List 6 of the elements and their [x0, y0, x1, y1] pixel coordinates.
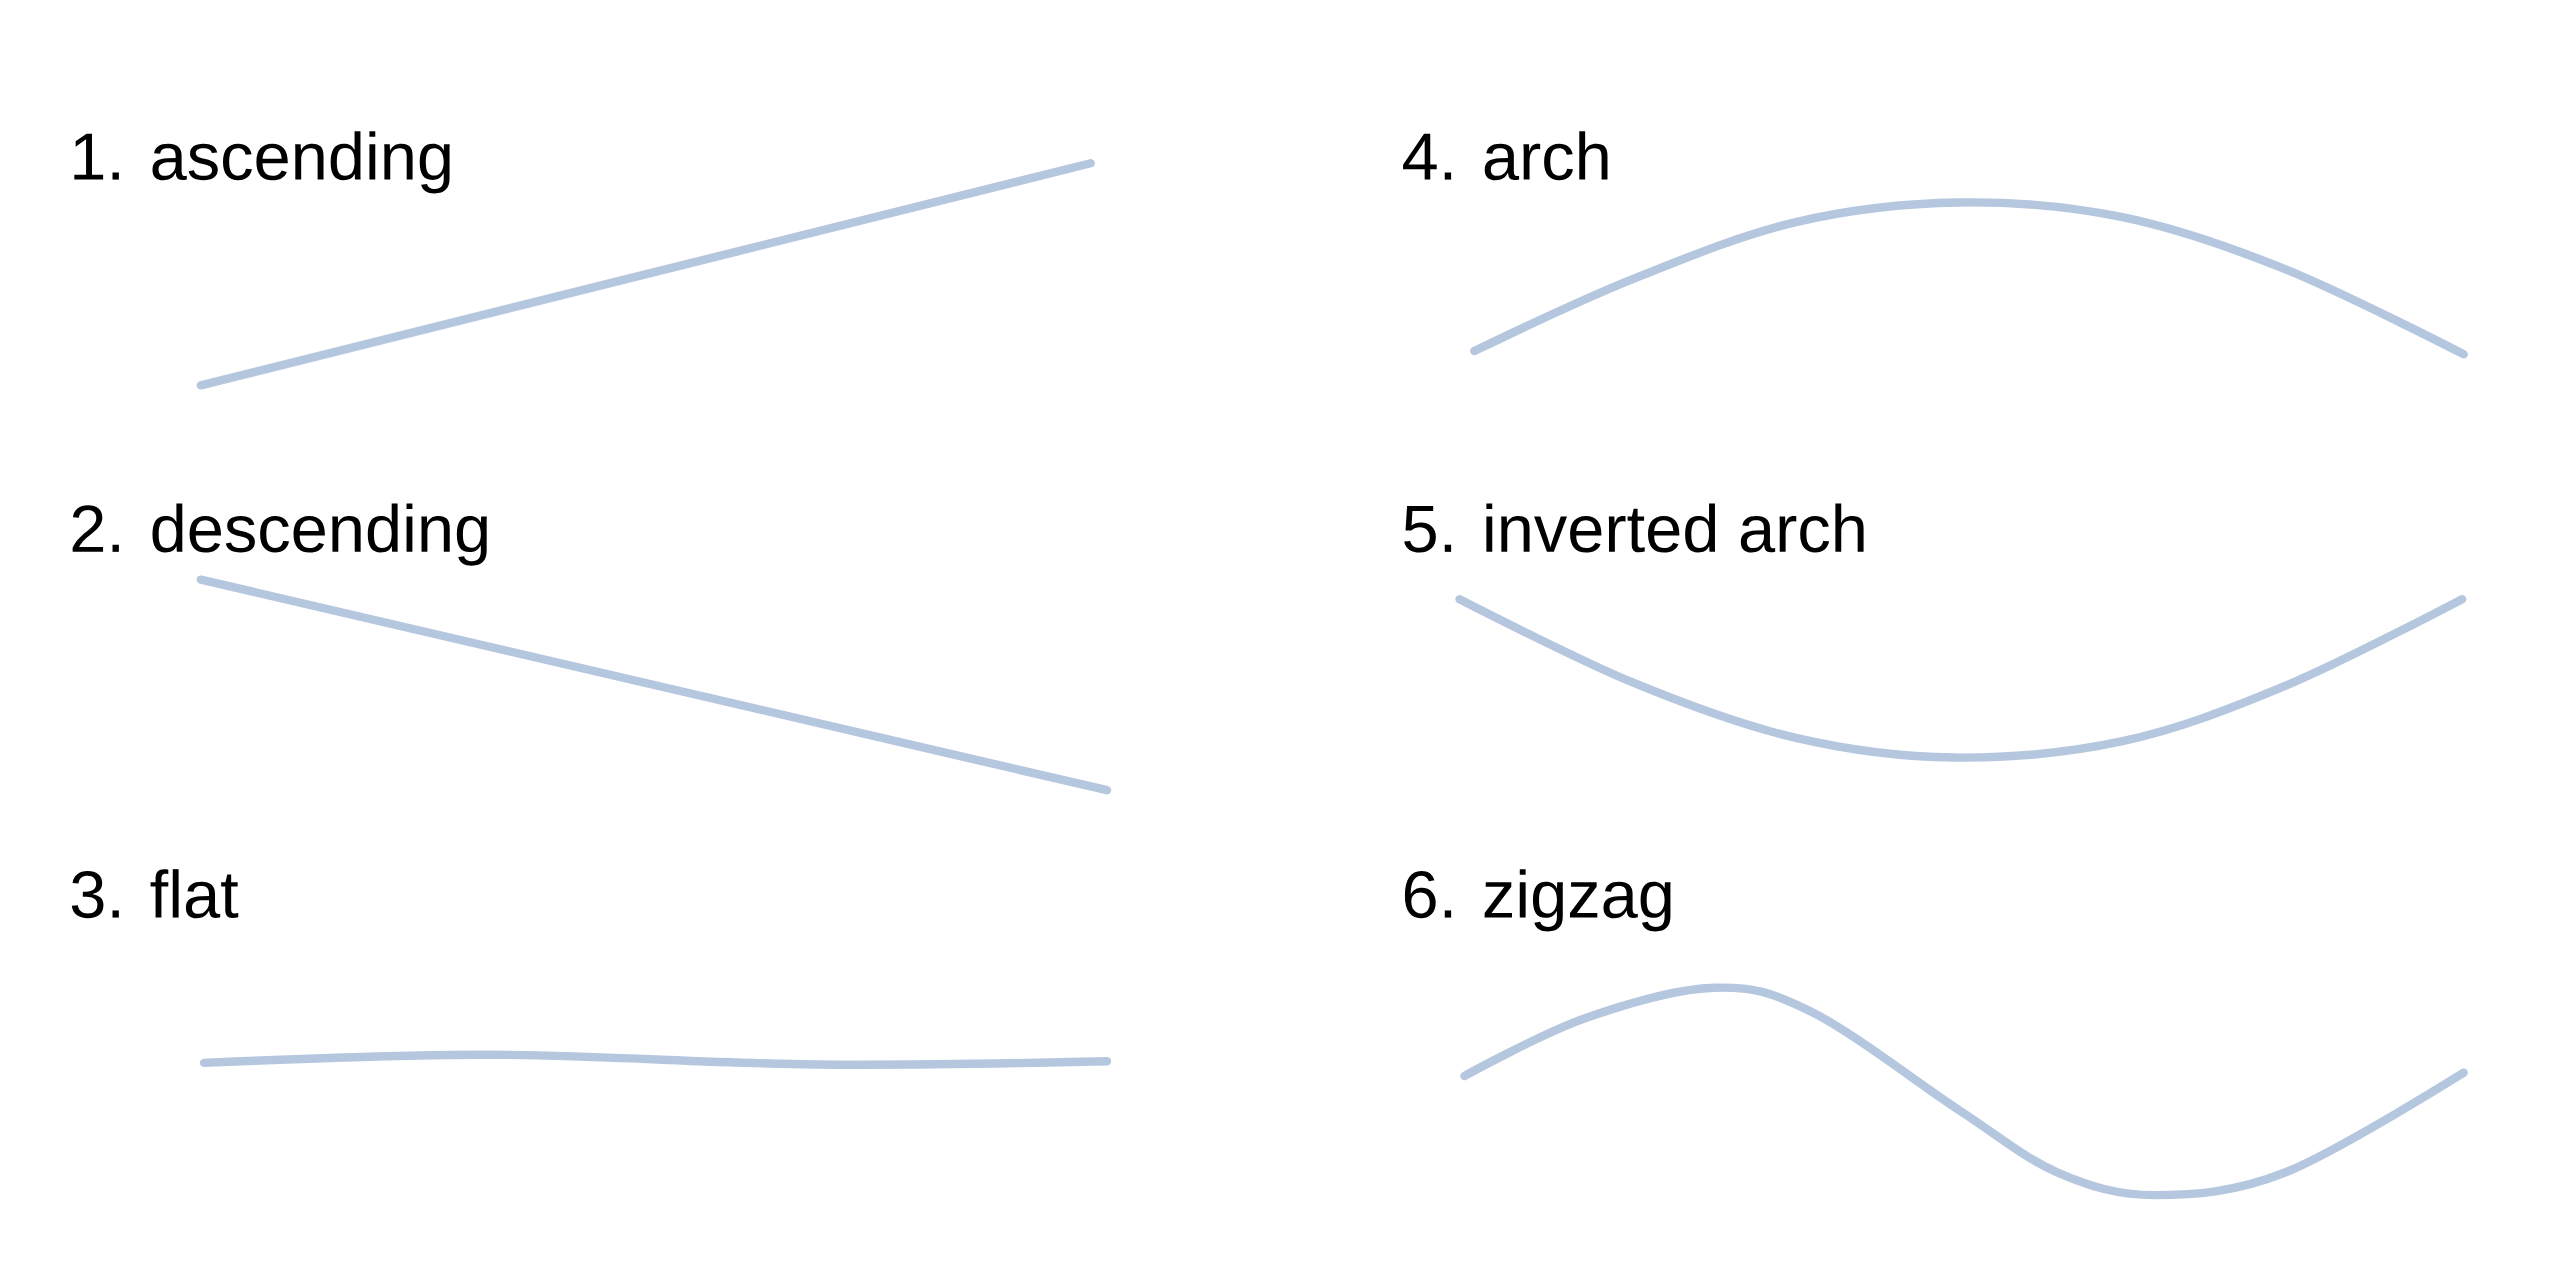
curve-label: 5. inverted arch [1404, 503, 1864, 553]
curve-label: 1. ascending [74, 131, 450, 194]
curve-label: 3. flat [71, 869, 239, 919]
curve-label: 2. descending [72, 503, 487, 566]
curve-label: 6. zigzag [1404, 869, 1671, 932]
curve-label: 4. arch [1403, 131, 1608, 181]
